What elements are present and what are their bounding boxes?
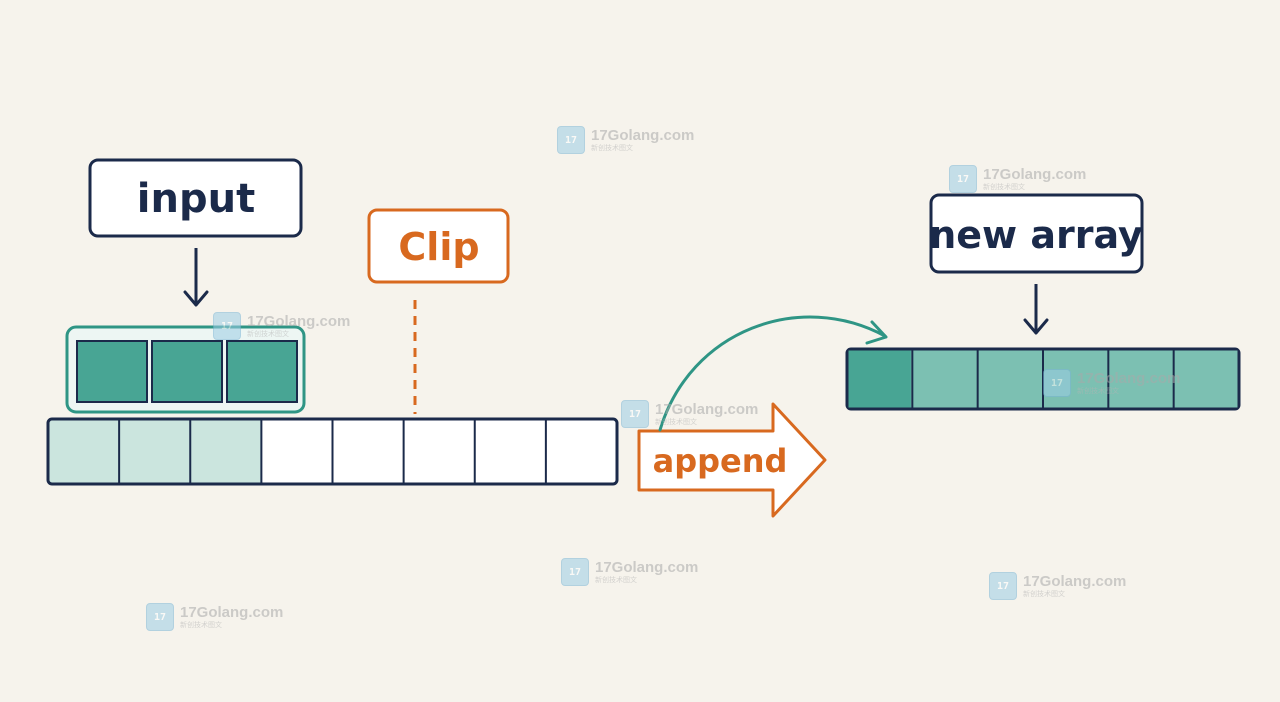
source-cell-filled [119,419,191,484]
input-block [65,325,306,414]
new-array-label: new array [929,213,1143,257]
new-array [845,347,1241,411]
source-cell-empty [474,419,546,484]
source-cell-empty [403,419,475,484]
curved-arrow [658,315,888,432]
new-array-cells [848,349,1238,409]
new-array-arrow [1023,284,1049,335]
input-cells [76,340,298,403]
source-cell-empty [545,419,617,484]
new-array-cell [1044,350,1107,408]
new-array-cell [1109,350,1173,408]
input-cell [151,340,223,403]
clip-label: Clip [398,225,479,269]
source-cells [48,419,617,484]
input-cell [226,340,298,403]
input-arrow [183,248,209,307]
source-cell-filled [48,419,120,484]
source-cell-filled [190,419,262,484]
source-cell-empty [261,419,333,484]
input-label-box: input [88,158,303,238]
input-label: input [137,176,255,222]
new-array-cell [1175,350,1238,408]
append-label: append [653,442,788,480]
source-array [46,417,619,486]
input-cell [76,340,148,403]
new-array-cell [913,350,977,408]
new-array-cell [979,350,1042,408]
source-cell-empty [332,419,404,484]
new-array-cell [848,350,911,408]
new-array-label-box: new array [929,193,1144,274]
append-arrow: append [637,402,827,518]
clip-label-box: Clip [367,208,510,284]
